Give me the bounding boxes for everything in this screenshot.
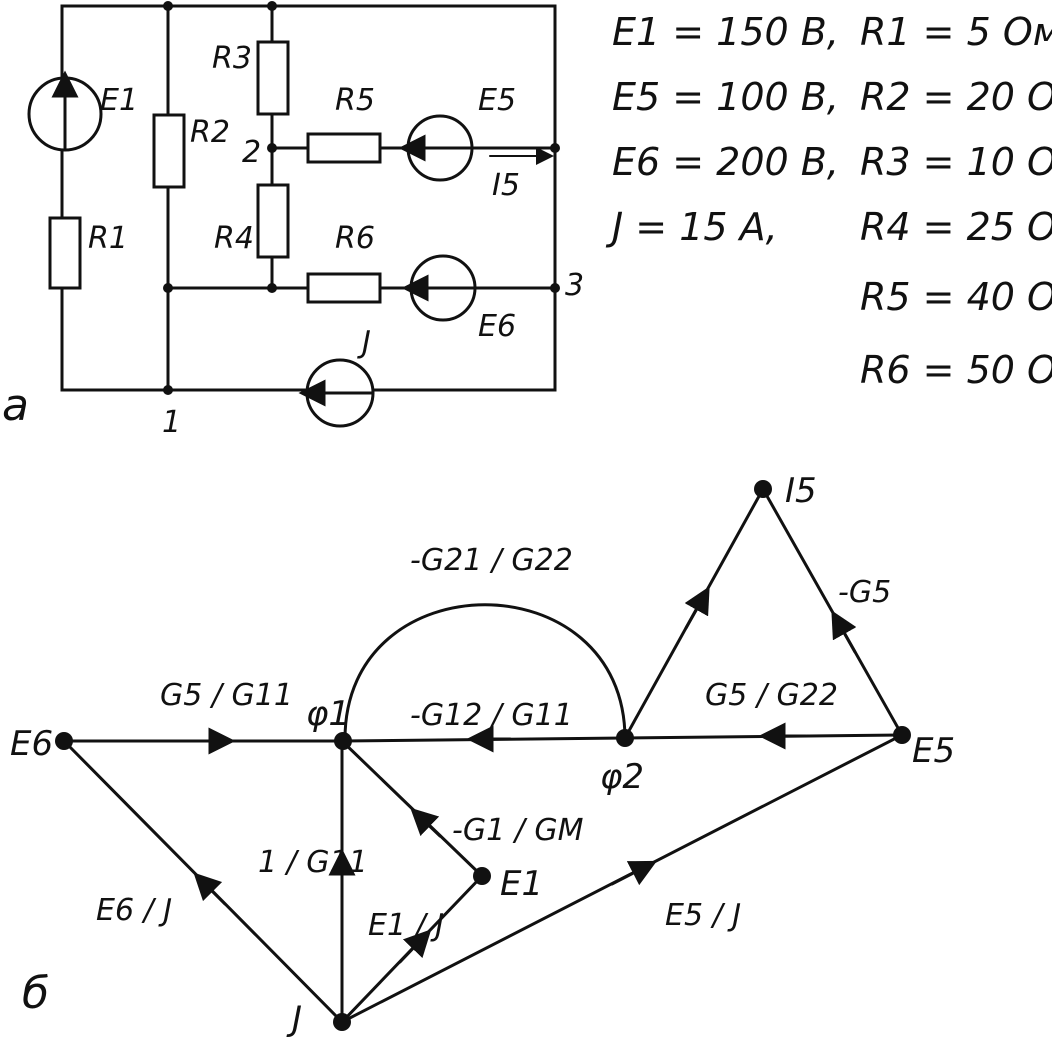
param-r2: R2 = 20 Ом,	[860, 75, 1052, 119]
gain-e1-phi1: -G1 / GМ	[452, 813, 584, 848]
graph-label-i5: I5	[785, 471, 817, 511]
parameter-list: E1 = 150 В, E5 = 100 В, E6 = 200 В, Ј = …	[605, 10, 1052, 392]
graph-node-j	[333, 1013, 351, 1031]
r2-resistor	[152, 113, 186, 189]
node-1	[163, 385, 173, 395]
param-e6: E6 = 200 В,	[612, 140, 839, 184]
graph-label-phi1: φ1	[306, 694, 350, 734]
label-i5: I5	[492, 168, 520, 203]
arrow-j-e6	[193, 872, 227, 906]
circuit-schematic: E1 R1 R2 R3 R4 R5 R6 E5 E6 I5 Ј 1 2 3 a	[2, 1, 584, 440]
gain-j-e6: E6 / Ј	[96, 893, 172, 928]
node-junction	[267, 1, 277, 11]
graph-node-phi1	[334, 732, 352, 750]
param-j: Ј = 15 А,	[605, 205, 778, 249]
node-3	[550, 283, 560, 293]
gain-e5-phi2: G5 / G22	[705, 678, 838, 713]
node-junction	[163, 1, 173, 11]
param-r1: R1 = 5 Ом,	[860, 10, 1052, 54]
param-e1: E1 = 150 В,	[612, 10, 839, 54]
gain-phi2-phi1: -G12 / G11	[410, 698, 573, 733]
arrow-j-e1	[398, 929, 432, 964]
graph-label-phi2: φ2	[600, 757, 644, 797]
panel-label-a: a	[2, 380, 29, 431]
r1-resistor	[48, 216, 82, 290]
label-r5: R5	[335, 83, 375, 118]
label-j: Ј	[357, 325, 371, 360]
label-e6: E6	[478, 309, 516, 344]
node-junction	[550, 143, 560, 153]
label-e1: E1	[100, 83, 138, 118]
param-r6: R6 = 50 Ом	[860, 348, 1052, 392]
label-node-2: 2	[242, 135, 261, 170]
graph-label-e1: E1	[500, 864, 543, 904]
node-junction	[267, 283, 277, 293]
gain-j-e1: E1 / Ј	[368, 908, 444, 943]
graph-label-e5: E5	[912, 731, 955, 771]
graph-node-e1	[473, 867, 491, 885]
arrow-e5-i5	[831, 610, 857, 654]
r6-resistor	[306, 272, 382, 304]
label-r6: R6	[335, 221, 375, 256]
param-r3: R3 = 10 Ом,	[860, 140, 1052, 184]
panel-label-b: б	[22, 968, 49, 1019]
node-2	[267, 143, 277, 153]
label-r3: R3	[212, 41, 252, 76]
graph-label-j: Ј	[286, 999, 302, 1039]
graph-node-phi2	[616, 729, 634, 747]
graph-node-i5	[754, 480, 772, 498]
r4-resistor	[256, 183, 290, 259]
label-e5: E5	[478, 83, 516, 118]
gain-j-e5: E5 / Ј	[665, 898, 741, 933]
r5-resistor	[306, 132, 382, 164]
graph-node-e6	[55, 732, 73, 750]
signal-flow-graph: E6 φ1 φ2 E5 I5 E1 Ј G5 / G11 -G21 / G22 …	[10, 471, 955, 1039]
label-node-3: 3	[565, 268, 584, 303]
arrow-e1-phi1	[410, 807, 442, 838]
param-e5: E5 = 100 В,	[612, 75, 839, 119]
gain-arc: -G21 / G22	[410, 543, 573, 578]
gain-e6-phi1: G5 / G11	[160, 678, 293, 713]
label-r4: R4	[214, 221, 254, 256]
r3-resistor	[256, 40, 290, 116]
gain-j-phi1: 1 / G11	[258, 845, 368, 880]
gain-e5-i5: -G5	[838, 575, 891, 610]
arrow-j-e5	[610, 860, 658, 886]
label-r1: R1	[88, 221, 128, 256]
edge-e5-phi2	[623, 733, 904, 740]
node-junction	[163, 283, 173, 293]
graph-node-e5	[893, 726, 911, 744]
arrow-phi2-i5	[684, 586, 710, 630]
param-r4: R4 = 25 Ом,	[860, 205, 1052, 249]
param-r5: R5 = 40 Ом,	[860, 275, 1052, 319]
label-node-1: 1	[162, 405, 181, 440]
label-r2: R2	[190, 115, 230, 150]
edge-arc-phi2-phi1	[343, 603, 627, 741]
graph-label-e6: E6	[10, 724, 53, 764]
